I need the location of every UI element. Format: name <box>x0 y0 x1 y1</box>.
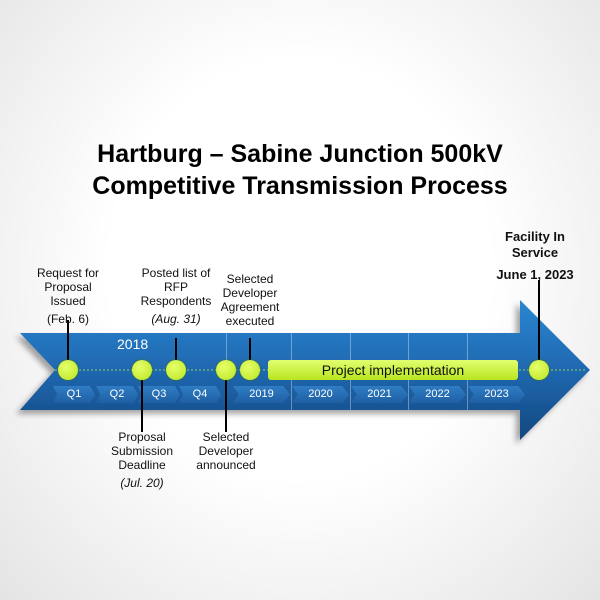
milestone-date: (Feb. 6) <box>46 312 89 326</box>
period-2021: 2021 <box>351 386 408 403</box>
period-2022: 2022 <box>409 386 466 403</box>
milestone-marker <box>166 360 186 380</box>
milestone-stem <box>141 370 143 432</box>
milestone-date: (Aug. 31) <box>151 312 201 326</box>
milestone-stem <box>225 370 227 432</box>
milestone-stem <box>249 338 251 370</box>
milestone-developer-announced: Selected Developer announced <box>166 430 286 472</box>
milestone-date: June 1, 2023 <box>496 267 574 282</box>
milestone-stem <box>538 280 540 370</box>
project-implementation-bar: Project implementation <box>268 360 518 380</box>
period-2020: 2020 <box>292 386 349 403</box>
milestone-text: Proposal Submission Deadline <box>110 430 174 472</box>
milestone-submission-deadline: Proposal Submission Deadline (Jul. 20) <box>82 430 202 490</box>
period-2019: 2019 <box>233 386 290 403</box>
milestone-stem <box>67 320 69 370</box>
period-2023: 2023 <box>468 386 525 403</box>
milestone-stem <box>175 338 177 370</box>
milestone-text: Request for Proposal Issued <box>36 266 100 308</box>
year-label: 2018 <box>117 336 149 352</box>
period-q1: Q1 <box>53 386 95 403</box>
milestone-marker <box>529 360 549 380</box>
milestone-marker <box>240 360 260 380</box>
title-line-2: Competitive Transmission Process <box>92 172 508 200</box>
milestone-marker <box>58 360 78 380</box>
milestone-date: (Jul. 20) <box>120 476 164 490</box>
milestone-rfp-respondents: Posted list of RFP Respondents (Aug. 31) <box>116 266 236 326</box>
milestone-agreement-executed: Selected Developer Agreement executed <box>190 272 310 328</box>
period-q4: Q4 <box>179 386 221 403</box>
period-q2: Q2 <box>96 386 138 403</box>
milestone-text: Selected Developer Agreement executed <box>220 272 280 328</box>
milestone-marker <box>216 360 236 380</box>
milestone-text: Posted list of RFP Respondents <box>140 266 212 308</box>
milestone-text: Selected Developer announced <box>196 430 256 472</box>
title-line-1: Hartburg – Sabine Junction 500kV <box>97 140 503 168</box>
milestone-text: Facility In Service <box>505 229 565 260</box>
milestone-marker <box>132 360 152 380</box>
milestone-rfp-issued: Request for Proposal Issued (Feb. 6) <box>8 266 128 326</box>
period-q3: Q3 <box>138 386 180 403</box>
